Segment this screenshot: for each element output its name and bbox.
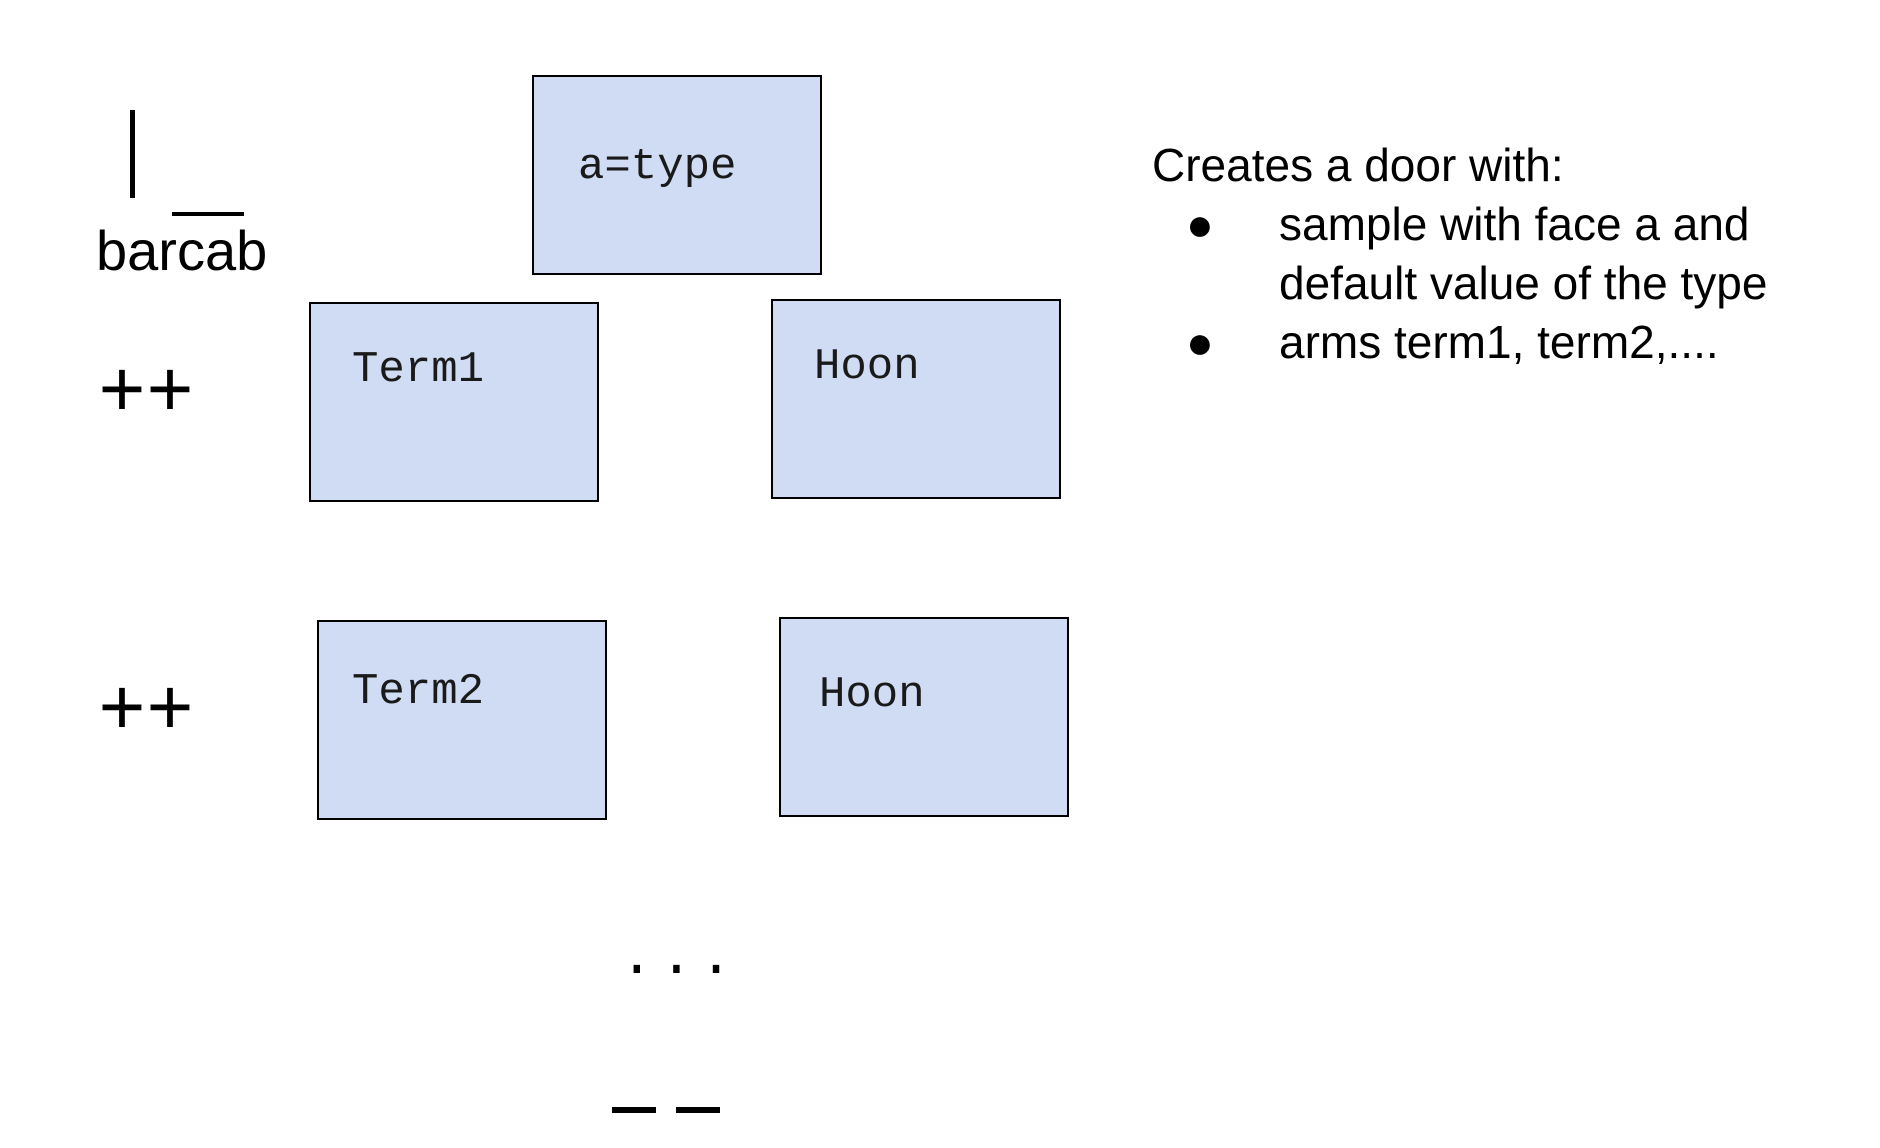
arm1-body-box: Hoon xyxy=(771,299,1061,499)
more-arms-ellipsis: ... xyxy=(620,926,739,990)
arm-rune-2: ++ xyxy=(98,668,195,759)
bullet-icon: ● xyxy=(1186,316,1214,368)
rune-name: barcab xyxy=(96,219,268,282)
bullet-icon: ● xyxy=(1186,198,1214,250)
rune-bar-mark xyxy=(130,110,135,198)
description-item-text: sample with face a and default value of … xyxy=(1279,198,1768,309)
closing-dash-1 xyxy=(612,1107,656,1113)
description-panel: Creates a door with: ● sample with face … xyxy=(1152,136,1852,372)
description-item: ● arms term1, term2,.... xyxy=(1152,313,1852,372)
arm1-name-box: Term1 xyxy=(309,302,599,502)
closing-dash-2 xyxy=(676,1107,720,1113)
arm1-body-label: Hoon xyxy=(814,342,920,392)
sample-label: a=type xyxy=(578,142,737,192)
description-heading: Creates a door with: xyxy=(1152,139,1564,191)
description-list: ● sample with face a and default value o… xyxy=(1152,195,1852,372)
arm2-body-box: Hoon xyxy=(779,617,1069,817)
arm1-name-label: Term1 xyxy=(352,345,485,395)
arm2-body-label: Hoon xyxy=(819,670,925,720)
rune-cab-mark xyxy=(172,212,244,216)
sample-box: a=type xyxy=(532,75,822,275)
description-item: ● sample with face a and default value o… xyxy=(1152,195,1852,313)
arm2-name-label: Term2 xyxy=(352,667,485,717)
description-item-text: arms term1, term2,.... xyxy=(1279,316,1719,368)
arm-rune-1: ++ xyxy=(98,350,195,441)
arm2-name-box: Term2 xyxy=(317,620,607,820)
